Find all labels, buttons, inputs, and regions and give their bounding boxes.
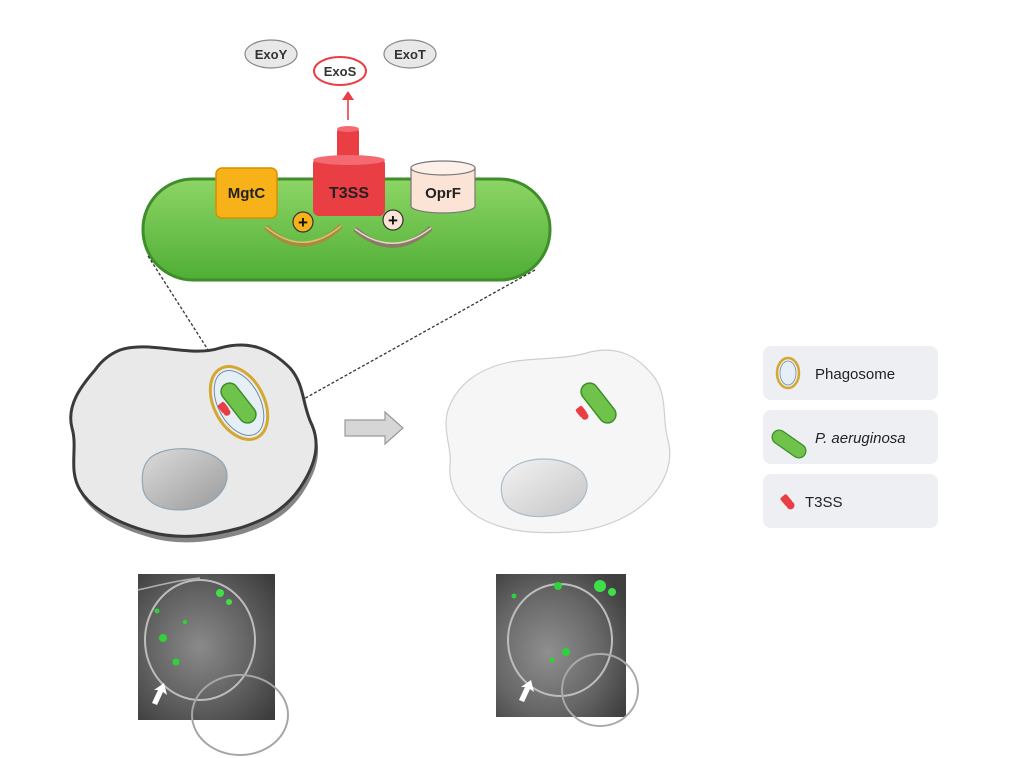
legend-bacterium-label: P. aeruginosa	[815, 430, 906, 447]
activation-mgtc-t3ss: +	[264, 211, 343, 247]
mgtc-label: MgtC	[228, 185, 266, 202]
mgtc-protein: MgtC	[215, 167, 278, 219]
legend: Phagosome P. aeruginosa T3SS	[763, 346, 938, 528]
effector-exot: ExoT	[383, 39, 437, 69]
legend-item-t3ss	[763, 474, 938, 528]
exos-label: ExoS	[324, 64, 357, 79]
t3ss-protein: T3SS	[313, 126, 385, 216]
macrophage-nucleus	[141, 448, 228, 511]
microscopy-image-right	[496, 574, 639, 727]
bacterium-cytosolic	[575, 382, 617, 424]
effector-exoy: ExoY	[244, 39, 298, 69]
activation-oprf-t3ss: +	[353, 209, 433, 248]
legend-item-phagosome	[763, 346, 938, 400]
legend-item-bacterium	[763, 410, 938, 464]
pointer-arrow-left	[152, 683, 167, 705]
t3ss-label: T3SS	[329, 185, 369, 202]
legend-t3ss-label: T3SS	[805, 494, 843, 511]
transition-arrow	[344, 410, 404, 446]
phagosome-legend-icon	[775, 356, 801, 390]
plus-sign-2: +	[388, 211, 398, 230]
macrophage-nucleus-escaped	[500, 458, 588, 518]
microscopy-image-left	[137, 574, 289, 756]
legend-phagosome-label: Phagosome	[815, 366, 895, 383]
bacterium-legend-icon	[771, 429, 807, 459]
secretion-arrow	[342, 91, 354, 120]
t3ss-legend-icon	[780, 494, 795, 510]
exoy-label: ExoY	[255, 47, 288, 62]
bacterium-in-phagosome	[217, 382, 257, 424]
oprf-protein: OprF	[410, 160, 476, 214]
pointer-arrow-right	[519, 680, 534, 702]
oprf-label: OprF	[425, 185, 461, 202]
plus-sign-1: +	[298, 213, 308, 232]
exot-label: ExoT	[394, 47, 426, 62]
effector-exos: ExoS	[313, 56, 367, 86]
macrophage-cell	[69, 343, 319, 543]
